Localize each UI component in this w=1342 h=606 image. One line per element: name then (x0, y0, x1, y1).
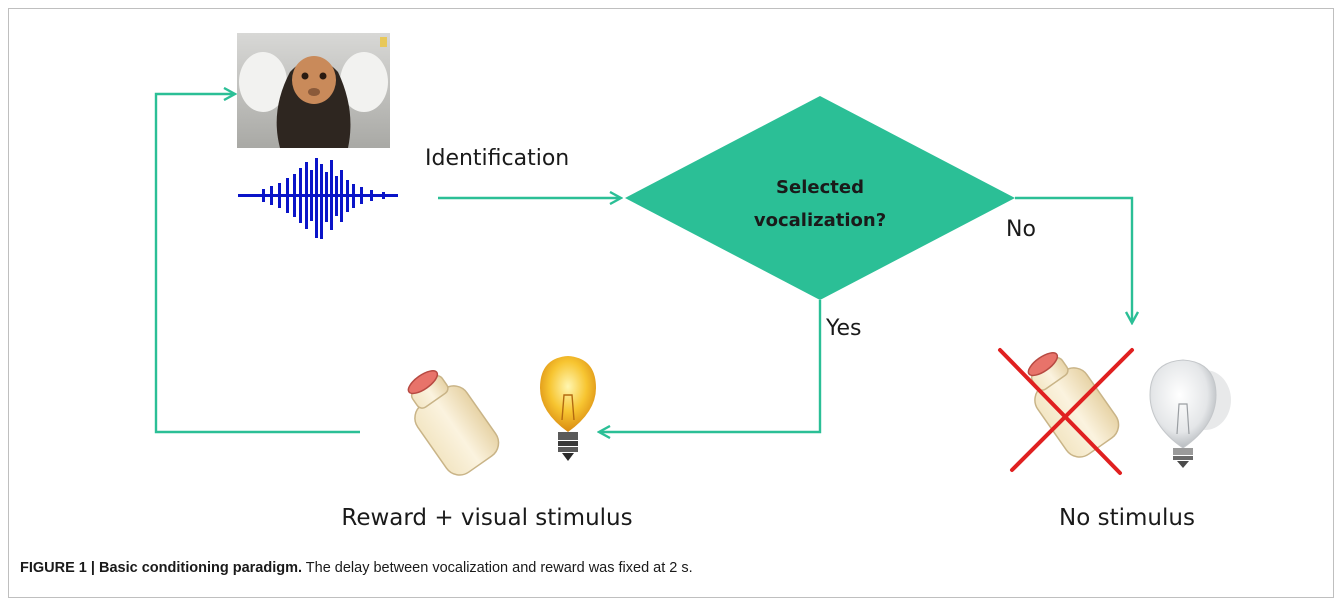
no-branch-arrow (1015, 196, 1132, 322)
bottle-icon (407, 370, 500, 476)
yes-branch-arrow (600, 300, 822, 432)
waveform-icon (238, 158, 398, 239)
decision-label-line2: vocalization? (754, 210, 886, 231)
identification-label: Identification (425, 146, 569, 171)
marmoset-photo (237, 33, 390, 148)
red-cross-icon (998, 348, 1134, 475)
figure-caption-text: The delay between vocalization and rewar… (302, 560, 693, 576)
yes-label: Yes (825, 316, 862, 341)
no-label: No (1006, 217, 1036, 242)
no-stimulus-label: No stimulus (1059, 505, 1195, 531)
decision-label-line1: Selected (776, 177, 864, 198)
bottle-icon (1027, 352, 1120, 458)
figure-caption: FIGURE 1 | Basic conditioning paradigm. … (20, 560, 693, 576)
decision-diamond (625, 96, 1015, 300)
lightbulb-off-icon (1149, 359, 1231, 468)
lightbulb-on-icon (540, 356, 596, 461)
reward-label: Reward + visual stimulus (341, 505, 632, 531)
feedback-loop-arrow (154, 94, 360, 434)
figure-frame (8, 8, 1334, 598)
figure-caption-label: FIGURE 1 | Basic conditioning paradigm. (20, 560, 303, 576)
